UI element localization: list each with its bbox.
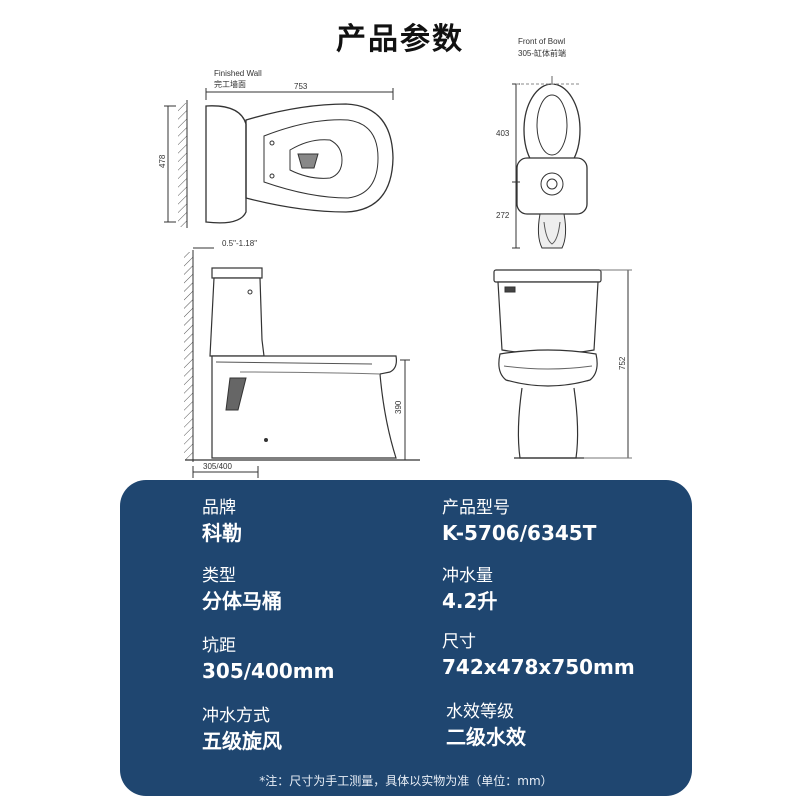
- dim-272-label: 272: [496, 211, 510, 220]
- trapway-side: [225, 377, 247, 411]
- front-of-bowl-label-en: Front of Bowl: [518, 37, 565, 46]
- flush-valve-outer: [540, 172, 564, 196]
- type-label: 类型: [202, 566, 236, 586]
- tank-lid-front: [493, 269, 602, 283]
- top-view: [512, 76, 588, 249]
- outlet-top: [537, 213, 567, 249]
- size-label: 尺寸: [442, 632, 476, 652]
- dim-rough-label: 305/400: [203, 462, 232, 471]
- spec-brand: 品牌 科勒: [202, 498, 242, 545]
- bowl-outline-plan: [245, 103, 394, 213]
- page-title: 产品参数: [336, 22, 464, 57]
- technical-drawing: Finished Wall 完工墙面 753 478 Front of Bowl…: [158, 37, 632, 478]
- dim-478-label: 478: [158, 154, 167, 168]
- finished-wall-label-cn: 完工墙面: [214, 79, 246, 89]
- spec-flush-volume: 冲水量 4.2升: [442, 566, 497, 613]
- bowl-side: [211, 355, 397, 459]
- type-value: 分体马桶: [202, 589, 282, 613]
- spec-size: 尺寸 742x478x750mm: [442, 632, 635, 679]
- bowl-top-inner: [536, 94, 568, 156]
- dim-752-label: 752: [618, 356, 627, 370]
- plan-view: [164, 88, 394, 228]
- tank-lid-side: [211, 267, 263, 279]
- spec-rough-in: 坑距 305/400mm: [202, 636, 334, 683]
- dim-753-label: 753: [294, 82, 308, 91]
- flush-handle: [504, 286, 516, 293]
- finished-wall-label-en: Finished Wall: [214, 69, 262, 78]
- spec-panel: 品牌 科勒 产品型号 K-5706/6345T 类型 分体马桶 冲水量 4.2升…: [120, 480, 692, 796]
- flush-volume-value: 4.2升: [442, 589, 498, 613]
- brand-label: 品牌: [202, 498, 236, 518]
- tank-body-side: [209, 277, 265, 357]
- efficiency-label: 水效等级: [446, 702, 514, 722]
- tank-body-front: [497, 281, 599, 355]
- spec-type: 类型 分体马桶: [202, 566, 282, 613]
- seat-front: [498, 349, 598, 387]
- brand-value: 科勒: [202, 521, 242, 545]
- rough-in-label: 坑距: [202, 636, 236, 656]
- wall-hatch-side: [184, 252, 193, 460]
- tank-top: [516, 157, 588, 215]
- rough-in-value: 305/400mm: [202, 659, 335, 683]
- flush-method-label: 冲水方式: [202, 706, 270, 726]
- model-value: K-5706/6345T: [442, 521, 597, 545]
- spec-model: 产品型号 K-5706/6345T: [442, 498, 596, 545]
- spec-efficiency: 水效等级 二级水效: [446, 702, 526, 749]
- wall-hatch-top: [178, 103, 187, 227]
- front-view: [493, 269, 632, 459]
- dim-390-label: 390: [394, 400, 403, 414]
- size-value: 742x478x750mm: [442, 655, 635, 679]
- side-view: [184, 247, 420, 478]
- dim-offset-label: 0.5"-1.18": [222, 239, 257, 248]
- pedestal-front: [517, 387, 579, 459]
- bowl-opening-plan: [289, 139, 343, 179]
- model-label: 产品型号: [442, 498, 510, 518]
- drain-plan: [297, 153, 319, 169]
- seat-plan: [263, 119, 379, 199]
- flush-volume-label: 冲水量: [442, 566, 493, 586]
- measurement-note: *注：尺寸为手工测量，具体以实物为准（单位：mm）: [259, 774, 553, 788]
- flush-method-value: 五级旋风: [202, 729, 282, 753]
- dim-403-label: 403: [496, 129, 510, 138]
- spec-flush-method: 冲水方式 五级旋风: [202, 706, 282, 753]
- front-of-bowl-label-cn: 305-缸体前端: [518, 48, 566, 58]
- efficiency-value: 二级水效: [446, 725, 526, 749]
- flush-valve-inner: [546, 178, 558, 190]
- tank-plan: [205, 105, 247, 224]
